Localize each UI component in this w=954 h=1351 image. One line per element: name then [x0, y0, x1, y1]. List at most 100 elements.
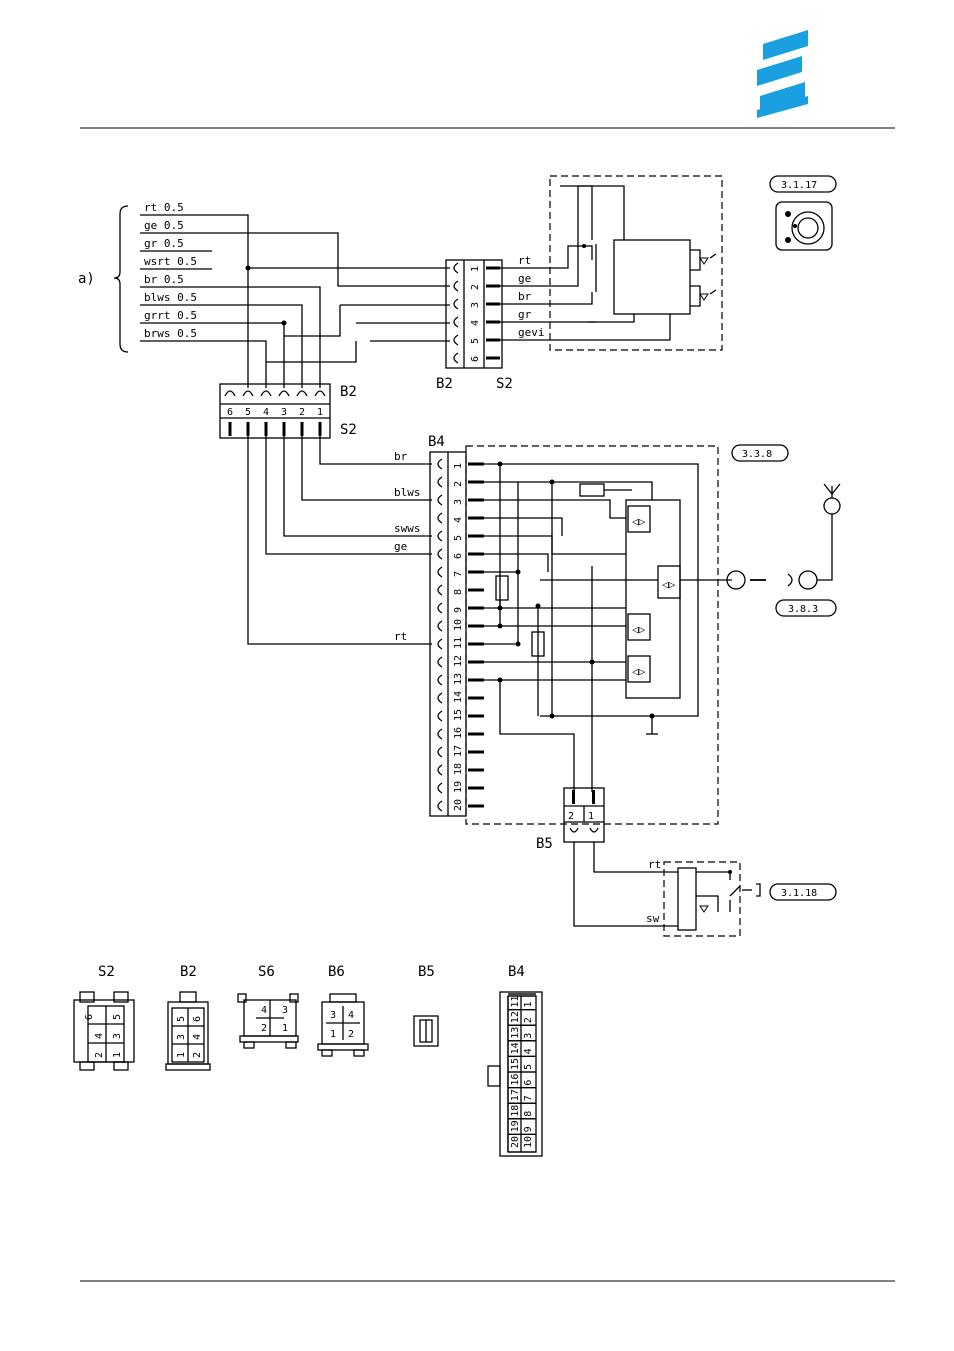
b4-blade	[468, 588, 484, 592]
control-panel-icon	[775, 201, 833, 251]
upper-connector-wire-label: br	[518, 290, 532, 303]
antenna-connection	[726, 483, 841, 590]
middle-connector-socket	[296, 390, 308, 397]
b4-socket	[437, 476, 443, 488]
middle-connector-socket	[314, 390, 326, 397]
ref-3117: 3.1.17	[769, 175, 837, 193]
upper-connector-blade	[486, 266, 500, 270]
b4-blade	[468, 498, 484, 502]
s2-pin-3: 3	[112, 1033, 123, 1039]
s2-pin-2: 2	[94, 1052, 105, 1058]
b4-view-pin: 5	[523, 1064, 534, 1070]
switch-module: rt sw	[573, 842, 761, 937]
b4-pin: 9	[453, 607, 464, 613]
s6-view	[237, 993, 299, 1049]
b4-socket	[437, 656, 443, 668]
upper-connector-wire-label: rt	[518, 254, 531, 267]
b4-pin: 17	[453, 745, 464, 757]
middle-connector-blade	[264, 422, 268, 436]
b5-pin-2: 2	[568, 811, 574, 822]
switch-wire-rt: rt	[648, 858, 661, 871]
b2-label-middle: B2	[340, 384, 357, 400]
svg-text:3.1.17: 3.1.17	[781, 180, 817, 191]
wire-label-rt: rt 0.5	[144, 201, 184, 214]
b4-pin: 19	[453, 781, 464, 793]
b4-wire-ge: ge	[394, 540, 407, 553]
s2-label-middle: S2	[340, 422, 357, 438]
b4-socket	[437, 584, 443, 596]
view-title-b2: B2	[180, 964, 197, 980]
b2-view	[165, 991, 211, 1071]
upper-connector-socket	[453, 352, 459, 364]
b4-socket	[437, 782, 443, 794]
upper-connector-socket	[453, 298, 459, 310]
b4-view-pin: 10	[523, 1136, 534, 1148]
b4-socket	[437, 800, 443, 812]
view-title-s6: S6	[258, 964, 275, 980]
b6-pin-1: 1	[330, 1029, 336, 1040]
b4-blade	[468, 534, 484, 538]
b4-view-pin: 16	[510, 1074, 521, 1086]
wire-label-wsrt: wsrt 0.5	[144, 255, 197, 268]
b4-input-wires: br blws swws ge rt	[247, 434, 432, 645]
b4-view-pin: 3	[523, 1033, 534, 1039]
ref-338: 3.3.8	[731, 444, 789, 462]
b4-view-pin: 12	[510, 1011, 521, 1023]
view-title-b6: B6	[328, 964, 345, 980]
b4-pin: 1	[453, 463, 464, 469]
b4-view-pin: 7	[523, 1095, 534, 1101]
upper-module	[500, 175, 723, 351]
svg-text:◁▷: ◁▷	[662, 578, 676, 591]
b4-pin: 10	[453, 619, 464, 631]
note-label: a)	[78, 271, 95, 287]
b4-socket	[437, 674, 443, 686]
middle-connector-blade	[246, 422, 250, 436]
wire-label-brws: brws 0.5	[144, 327, 197, 340]
upper-connector-wire-label: ge	[518, 272, 531, 285]
middle-connector-pin: 1	[317, 407, 323, 418]
b5-pin-1: 1	[588, 811, 594, 822]
b4-view-pin: 13	[510, 1027, 521, 1039]
b4-pin: 3	[453, 499, 464, 505]
b4-wire-blws: blws	[394, 486, 421, 499]
b4-wire-rt: rt	[394, 630, 407, 643]
s2-pin-5: 5	[112, 1014, 123, 1020]
upper-connector-socket	[453, 262, 459, 274]
b4-blade	[468, 552, 484, 556]
b4-pin: 7	[453, 571, 464, 577]
s6-pin-4: 4	[261, 1005, 267, 1016]
s2-view	[73, 991, 135, 1071]
b5-view	[413, 1015, 439, 1047]
b4-blade	[468, 768, 484, 772]
wire-label-blws: blws 0.5	[144, 291, 197, 304]
wire-label-br: br 0.5	[144, 273, 184, 286]
upper-connector-wire-label: gr	[518, 308, 532, 321]
b4-pin: 5	[453, 535, 464, 541]
b4-pin: 20	[453, 799, 464, 811]
b4-socket	[437, 710, 443, 722]
upper-connector-pin: 6	[470, 356, 481, 362]
svg-text:◁▷: ◁▷	[632, 665, 646, 678]
b4-pin: 13	[453, 673, 464, 685]
b4-socket	[437, 566, 443, 578]
b4-socket	[437, 692, 443, 704]
wire-label-ge: ge 0.5	[144, 219, 184, 232]
svg-text:◁▷: ◁▷	[632, 515, 646, 528]
middle-connector-pin: 2	[299, 407, 305, 418]
upper-connector-wire-label: gevi	[518, 326, 545, 339]
b4-socket	[437, 764, 443, 776]
b4-blade	[468, 606, 484, 610]
b4-socket	[437, 620, 443, 632]
b4-pin: 12	[453, 655, 464, 667]
upper-connector-blade	[486, 320, 500, 324]
ref-383: 3.8.3	[775, 599, 837, 617]
b4-pin: 2	[453, 481, 464, 487]
b4-socket	[437, 746, 443, 758]
b4-label: B4	[428, 434, 445, 450]
svg-text:3.3.8: 3.3.8	[742, 449, 772, 460]
svg-text:◁▷: ◁▷	[632, 623, 646, 636]
